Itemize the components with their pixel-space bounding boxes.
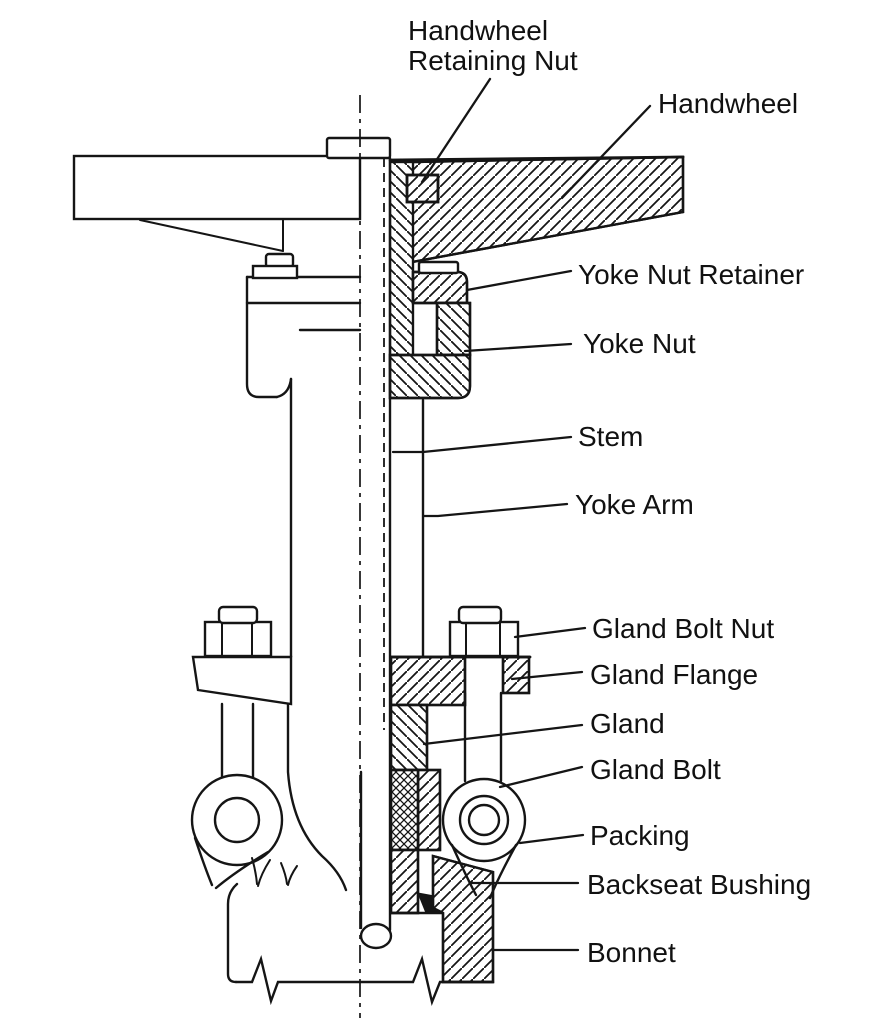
part-label-gland-bolt-nut: Gland Bolt Nut bbox=[592, 613, 774, 644]
part-label-backseat-bushing: Backseat Bushing bbox=[587, 869, 811, 900]
yoke-nut-upper-hatch bbox=[435, 301, 472, 357]
body-left-edge bbox=[226, 882, 239, 984]
leader-line-yoke-nut bbox=[463, 342, 573, 353]
part-label-handwheel-retaining-nut-line1: Handwheel bbox=[408, 15, 548, 46]
leader-line-gland-bolt-nut bbox=[513, 626, 587, 639]
yoke-nut-retainer-hatch bbox=[411, 270, 469, 305]
neck-fold-b1 bbox=[280, 862, 288, 885]
stem-top-cap bbox=[325, 136, 392, 160]
handwheel-left-bar bbox=[72, 154, 362, 221]
part-label-packing: Packing bbox=[590, 820, 690, 851]
gland-bolt-cap-right bbox=[457, 605, 503, 625]
handwheel-retaining-nut-hatch bbox=[405, 173, 440, 204]
leader-line-gland-bolt bbox=[498, 765, 584, 789]
label-gland-bolt: Gland Bolt bbox=[498, 754, 721, 789]
label-stem: Stem bbox=[391, 421, 643, 454]
leader-line-gland bbox=[422, 723, 584, 746]
label-yoke-arm: Yoke Arm bbox=[422, 489, 694, 520]
lug-left-taper-b bbox=[214, 850, 270, 890]
part-label-yoke-arm: Yoke Arm bbox=[575, 489, 694, 520]
leader-line-gland-flange bbox=[510, 670, 584, 681]
part-label-handwheel: Handwheel bbox=[658, 88, 798, 119]
bonnet-hatch bbox=[431, 854, 495, 984]
part-label-bonnet: Bonnet bbox=[587, 937, 676, 968]
gland-bolt-cap-left bbox=[217, 605, 259, 625]
gland-bolt-eye-left bbox=[213, 796, 261, 844]
gland-flange-right-arm-hatch bbox=[501, 655, 531, 695]
lug-right-taper-b bbox=[488, 843, 518, 900]
neck-fold-b2 bbox=[287, 865, 298, 886]
neck-fold-a1 bbox=[251, 857, 258, 885]
part-label-gland-flange: Gland Flange bbox=[590, 659, 758, 690]
gland-hatch bbox=[389, 703, 429, 772]
label-bonnet: Bonnet bbox=[492, 937, 676, 968]
lug-right-taper-a bbox=[450, 843, 478, 897]
label-backseat-bushing: Backseat Bushing bbox=[468, 869, 811, 900]
handwheel-spoke-taper-line bbox=[139, 219, 284, 252]
gland-bolt-eye-right bbox=[467, 803, 501, 837]
part-label-handwheel-retaining-nut-line2: Retaining Nut bbox=[408, 45, 578, 76]
yoke-body-left-edge bbox=[245, 275, 279, 399]
label-packing: Packing bbox=[518, 820, 690, 851]
gland-bolt-nut-left bbox=[203, 620, 273, 658]
yoke-bolt-head-left bbox=[251, 264, 299, 280]
stem-tip bbox=[359, 922, 393, 950]
part-label-gland-bolt: Gland Bolt bbox=[590, 754, 721, 785]
backseat-bushing-hatch bbox=[389, 848, 420, 915]
body-bottom-break-edge bbox=[234, 954, 495, 1006]
part-label-yoke-nut-retainer: Yoke Nut Retainer bbox=[578, 259, 804, 290]
label-gland-bolt-nut: Gland Bolt Nut bbox=[513, 613, 774, 644]
bonnet-neck-curve bbox=[286, 702, 348, 892]
stuffing-box-wall-hatch bbox=[416, 768, 442, 852]
packing-hatch bbox=[389, 768, 420, 852]
handwheel-top-edge bbox=[388, 155, 685, 162]
leader-line-yoke-arm bbox=[422, 502, 569, 518]
leader-line-handwheel bbox=[560, 104, 652, 200]
gland-flange-hatch bbox=[389, 655, 467, 707]
part-label-stem: Stem bbox=[578, 421, 643, 452]
label-gland-flange: Gland Flange bbox=[510, 659, 758, 690]
label-gland: Gland bbox=[422, 708, 665, 746]
leader-line-packing bbox=[518, 833, 585, 845]
label-yoke-nut: Yoke Nut bbox=[463, 328, 696, 359]
label-yoke-nut-retainer: Yoke Nut Retainer bbox=[465, 259, 804, 292]
leader-line-yoke-nut-retainer bbox=[465, 269, 573, 292]
part-label-gland: Gland bbox=[590, 708, 665, 739]
gland-bolt-nut-right bbox=[448, 620, 520, 658]
lug-left-taper-a bbox=[193, 836, 214, 887]
label-handwheel: Handwheel bbox=[560, 88, 798, 200]
leader-line-handwheel-retaining-nut bbox=[420, 77, 492, 184]
yoke-bolt-cap-right bbox=[417, 260, 460, 275]
part-label-yoke-nut: Yoke Nut bbox=[583, 328, 696, 359]
drawing bbox=[72, 95, 685, 1018]
leader-line-stem bbox=[391, 435, 573, 454]
neck-fold-a2 bbox=[257, 859, 271, 887]
yoke-nut-flange-hatch bbox=[388, 353, 472, 400]
